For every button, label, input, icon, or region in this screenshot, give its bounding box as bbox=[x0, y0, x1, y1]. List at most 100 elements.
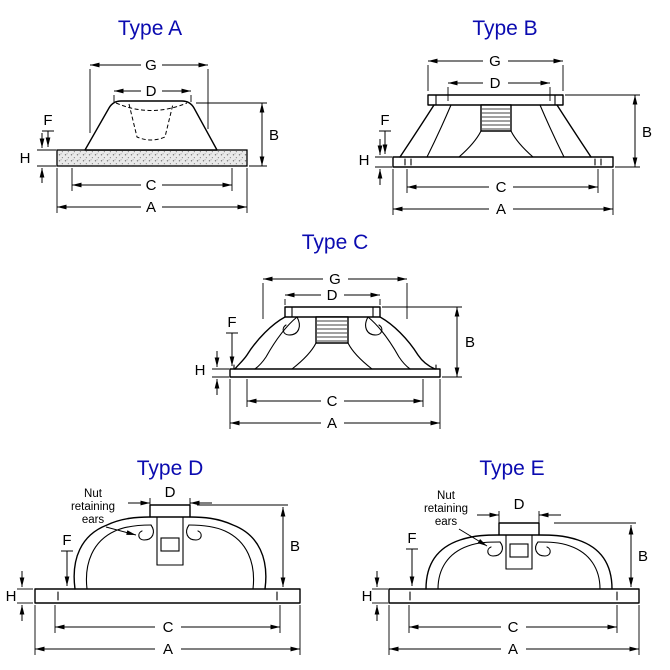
annotation-line-1: Nut bbox=[84, 488, 103, 500]
dim-label-g: G bbox=[145, 57, 157, 74]
type-d-dim-F: F bbox=[61, 532, 73, 586]
type-a-dim-C: C bbox=[71, 168, 233, 194]
base-plate bbox=[388, 588, 640, 604]
dim-label-f: F bbox=[227, 314, 236, 331]
type-c-dim-H: H bbox=[195, 351, 229, 395]
dim-label-h: H bbox=[20, 150, 31, 167]
dim-label-c: C bbox=[163, 619, 174, 636]
type-e-mount-body bbox=[388, 522, 640, 604]
dim-label-h: H bbox=[359, 152, 370, 169]
hidden-recess-top bbox=[115, 102, 188, 111]
type-d-dim-B: B bbox=[197, 504, 300, 587]
type-c-title: Type C bbox=[301, 231, 369, 254]
type-a-dim-B: B bbox=[196, 102, 279, 167]
type-a-drawing: G D B F H bbox=[20, 57, 279, 216]
type-d-dim-A: A bbox=[34, 605, 301, 658]
type-c-dim-A: A bbox=[229, 379, 441, 432]
type-c-dim-D: D bbox=[284, 287, 381, 305]
type-b-dim-B: B bbox=[565, 94, 652, 168]
snubber-hook-left bbox=[282, 316, 300, 336]
type-e-dim-B: B bbox=[554, 522, 648, 587]
dim-label-d: D bbox=[514, 496, 525, 513]
base-flange bbox=[392, 156, 614, 168]
annotation-line-3: ears bbox=[82, 514, 105, 526]
type-c-section: Type C bbox=[180, 230, 490, 454]
dim-label-a: A bbox=[146, 199, 156, 216]
annotation-line-1: Nut bbox=[437, 490, 456, 502]
annotation-leader bbox=[105, 526, 137, 536]
type-e-title: Type E bbox=[479, 457, 545, 480]
type-e-dim-F: F bbox=[406, 530, 418, 586]
type-b-dim-A: A bbox=[392, 169, 614, 218]
dim-label-h: H bbox=[6, 588, 17, 605]
type-d-annotation: Nut retaining ears bbox=[71, 488, 137, 536]
dim-label-c: C bbox=[508, 619, 519, 636]
annotation-line-3: ears bbox=[435, 516, 458, 528]
snubber-hook-right bbox=[365, 316, 383, 336]
type-a-dim-F: F bbox=[42, 112, 54, 147]
type-c-drawing: G D B F H bbox=[195, 271, 475, 432]
type-d-dim-H: H bbox=[6, 571, 33, 621]
type-a-dim-D: D bbox=[113, 83, 192, 102]
type-a-dim-G: G bbox=[89, 57, 209, 133]
type-c-dim-B: B bbox=[382, 306, 475, 378]
type-d-dim-C: C bbox=[54, 605, 281, 636]
dim-label-f: F bbox=[62, 532, 71, 549]
top-boss bbox=[149, 504, 191, 518]
annotation-line-2: retaining bbox=[71, 501, 115, 513]
type-a-dim-A: A bbox=[56, 168, 248, 216]
type-b-dim-G: G bbox=[427, 53, 564, 91]
dim-label-a: A bbox=[508, 641, 518, 658]
type-a-title: Type A bbox=[117, 17, 183, 40]
dim-label-b: B bbox=[638, 548, 648, 565]
annotation-leader bbox=[458, 528, 488, 547]
nut-retaining-ear-right bbox=[186, 524, 202, 541]
type-c-mount-body bbox=[229, 306, 441, 378]
type-d-section: Type D Nut retaining ears bbox=[5, 456, 335, 670]
type-b-drawing: G D B F H bbox=[359, 53, 652, 218]
type-d-title: Type D bbox=[136, 457, 204, 480]
dim-label-b: B bbox=[290, 538, 300, 555]
type-a-mount-body bbox=[56, 100, 248, 167]
hidden-recess-cavity bbox=[128, 103, 174, 141]
dim-label-f: F bbox=[380, 112, 389, 129]
type-c-dim-F: F bbox=[226, 314, 238, 366]
dim-label-a: A bbox=[327, 415, 337, 432]
dim-label-d: D bbox=[146, 83, 157, 100]
dim-label-d: D bbox=[327, 287, 338, 304]
dim-label-h: H bbox=[362, 588, 372, 605]
type-e-dim-D: D bbox=[477, 496, 561, 523]
dim-label-c: C bbox=[146, 177, 157, 194]
dim-label-b: B bbox=[465, 334, 475, 351]
dim-label-c: C bbox=[327, 393, 338, 410]
type-d-dim-D: D bbox=[128, 485, 212, 506]
top-plate bbox=[284, 306, 381, 318]
type-b-dim-D: D bbox=[447, 75, 551, 101]
dim-label-a: A bbox=[163, 641, 173, 658]
nut-retaining-ear-left bbox=[138, 524, 154, 541]
type-e-dim-A: A bbox=[388, 605, 640, 658]
type-e-dim-C: C bbox=[408, 605, 618, 636]
type-c-dim-G: G bbox=[262, 271, 408, 319]
type-c-dim-C: C bbox=[246, 379, 424, 410]
dim-label-b: B bbox=[269, 127, 279, 144]
nut-retaining-ear-left bbox=[487, 541, 503, 557]
type-d-drawing: Nut retaining ears D B F bbox=[6, 485, 301, 658]
dim-label-f: F bbox=[407, 530, 416, 547]
dim-label-a: A bbox=[496, 201, 506, 218]
base-plate bbox=[56, 149, 248, 167]
dim-label-g: G bbox=[329, 271, 341, 288]
dim-label-g: G bbox=[489, 53, 501, 70]
type-e-dim-H: H bbox=[362, 571, 388, 621]
type-b-mount-body bbox=[392, 94, 614, 168]
type-e-drawing: Nut retaining ears D B F bbox=[362, 490, 648, 658]
type-b-dim-H: H bbox=[359, 139, 392, 185]
type-a-dim-H: H bbox=[20, 133, 56, 183]
type-b-section: Type B bbox=[355, 16, 655, 235]
type-b-title: Type B bbox=[472, 17, 538, 40]
captive-nut bbox=[509, 543, 529, 558]
type-d-mount-body bbox=[34, 504, 301, 604]
annotation-line-2: retaining bbox=[424, 503, 468, 515]
dim-label-b: B bbox=[642, 124, 652, 141]
